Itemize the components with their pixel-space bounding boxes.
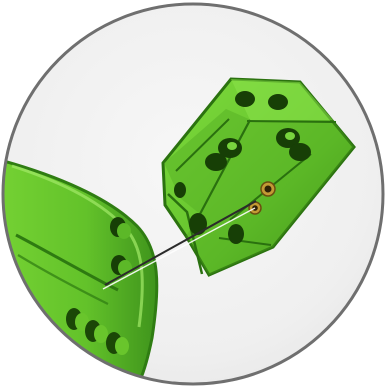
illustration-stage xyxy=(0,0,387,389)
detail-callout-illustration xyxy=(0,0,387,389)
